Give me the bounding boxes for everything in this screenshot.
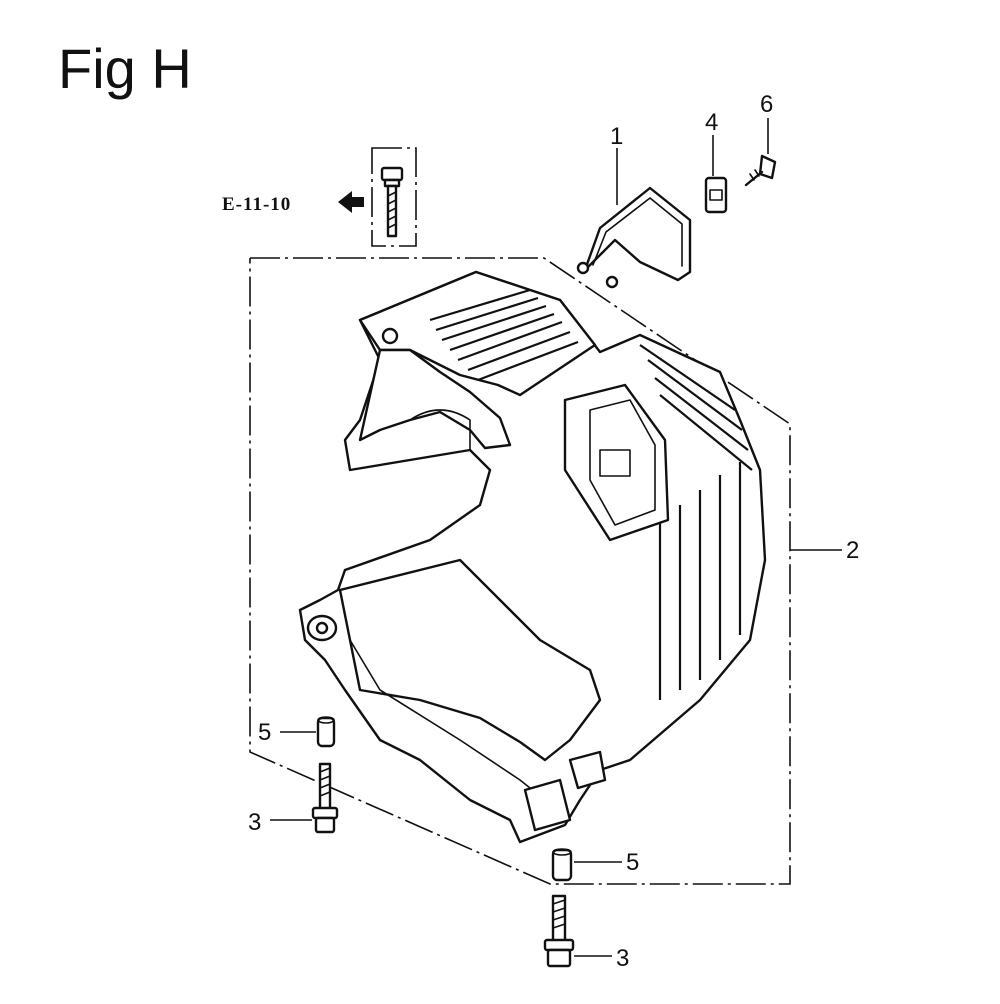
reference-bolt-frame [371, 147, 417, 247]
callout-2: 2 [846, 537, 859, 564]
callout-3-left: 3 [248, 809, 261, 836]
cross-reference-label: E-11-10 [222, 194, 291, 215]
callout-6: 6 [760, 91, 773, 118]
assembly-boundary [249, 257, 791, 885]
wire-bracket-part-1[interactable] [576, 186, 692, 289]
callout-5-lower: 5 [626, 849, 639, 876]
side-cooling-fins [639, 344, 753, 700]
cross-reference-arrow-icon [338, 191, 364, 213]
leader-lines [270, 118, 842, 957]
engine-cover-part-2[interactable] [298, 270, 767, 844]
clip-nut-part-4[interactable] [704, 176, 728, 214]
figure-title: Fig H [58, 37, 192, 100]
collar-part-5-lower[interactable] [551, 848, 573, 882]
screw-part-6[interactable] [744, 154, 777, 187]
callout-3-bottom: 3 [616, 945, 629, 972]
bolt-part-3-bottom[interactable] [543, 894, 575, 968]
callout-1: 1 [610, 123, 623, 150]
collar-part-5-upper[interactable] [316, 716, 336, 748]
callout-5-upper: 5 [258, 719, 271, 746]
cross-reference[interactable]: E-11-10 [222, 191, 364, 215]
callout-4: 4 [705, 109, 718, 136]
bolt-part-3-left[interactable] [311, 762, 339, 834]
top-vents [429, 288, 579, 382]
reference-bolt [380, 166, 404, 238]
